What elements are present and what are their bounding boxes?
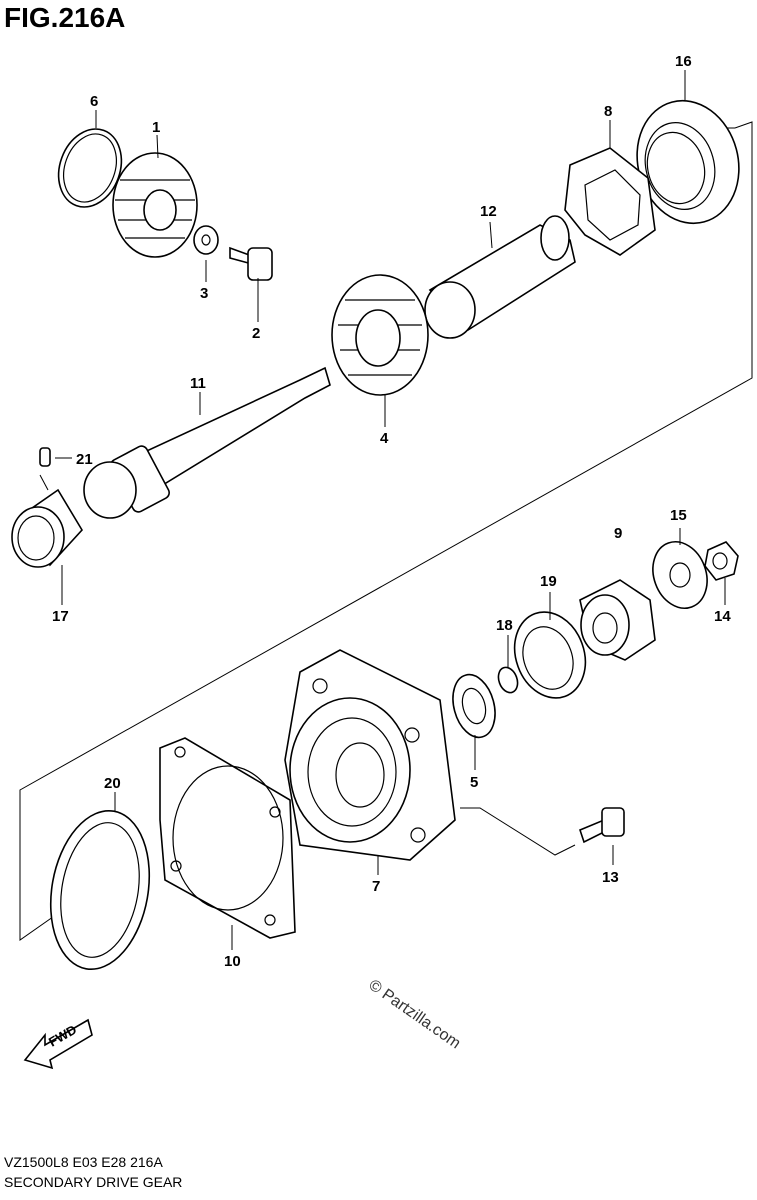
figure-title: FIG.216A [4, 2, 126, 33]
part-1-bevel-gear[interactable] [112, 152, 198, 258]
part-16-bearing[interactable] [624, 89, 753, 235]
part-8-hex-nut[interactable] [564, 147, 656, 256]
callout-8: 8 [604, 103, 612, 120]
part-21-pin[interactable] [39, 447, 51, 467]
part-17-needle-bearing[interactable] [11, 488, 83, 568]
callout-9: 9 [614, 525, 622, 542]
part-3-washer[interactable] [193, 225, 219, 255]
callout-5: 5 [470, 774, 478, 791]
callout-15: 15 [670, 507, 687, 524]
part-19-oil-seal[interactable] [503, 602, 597, 708]
part-18-o-ring[interactable] [495, 665, 521, 696]
callout-20: 20 [104, 775, 121, 792]
callout-6: 6 [90, 93, 98, 110]
callout-11: 11 [190, 375, 206, 392]
callout-16: 16 [675, 53, 692, 70]
callout-4: 4 [380, 430, 389, 447]
part-20-seal[interactable] [39, 803, 161, 977]
section-name: SECONDARY DRIVE GEAR [4, 1174, 183, 1190]
model-code: VZ1500L8 E03 E28 216A [4, 1154, 163, 1170]
callout-7: 7 [372, 878, 380, 895]
part-6-o-ring[interactable] [48, 120, 132, 216]
leader-lines [39, 70, 726, 950]
part-5-shim[interactable] [446, 670, 501, 742]
callout-21: 21 [76, 451, 93, 468]
callout-1: 1 [152, 119, 160, 136]
leader-13-assembly [460, 807, 576, 856]
part-7-housing[interactable] [284, 649, 456, 861]
fwd-arrow-icon: FWD [23, 1018, 93, 1070]
part-13-bolt[interactable] [579, 807, 625, 844]
part-14-nut[interactable] [704, 541, 739, 581]
callout-18: 18 [496, 617, 513, 634]
callouts: 1 2 3 4 5 6 7 8 9 10 11 12 13 14 15 16 1… [52, 53, 731, 970]
callout-10: 10 [224, 953, 241, 970]
callout-17: 17 [52, 608, 69, 625]
callout-14: 14 [714, 608, 731, 625]
callout-12: 12 [480, 203, 497, 220]
callout-3: 3 [200, 285, 208, 302]
part-2-bolt[interactable] [229, 246, 273, 281]
callout-13: 13 [602, 869, 619, 886]
part-9-coupling[interactable] [579, 579, 656, 661]
part-4-bevel-gear[interactable] [331, 274, 429, 396]
part-12-spacer[interactable] [424, 215, 576, 339]
callout-19: 19 [540, 573, 557, 590]
part-15-washer[interactable] [644, 534, 716, 616]
callout-2: 2 [252, 325, 260, 342]
part-11-shaft[interactable] [83, 366, 331, 519]
part-10-gasket[interactable] [159, 737, 296, 939]
